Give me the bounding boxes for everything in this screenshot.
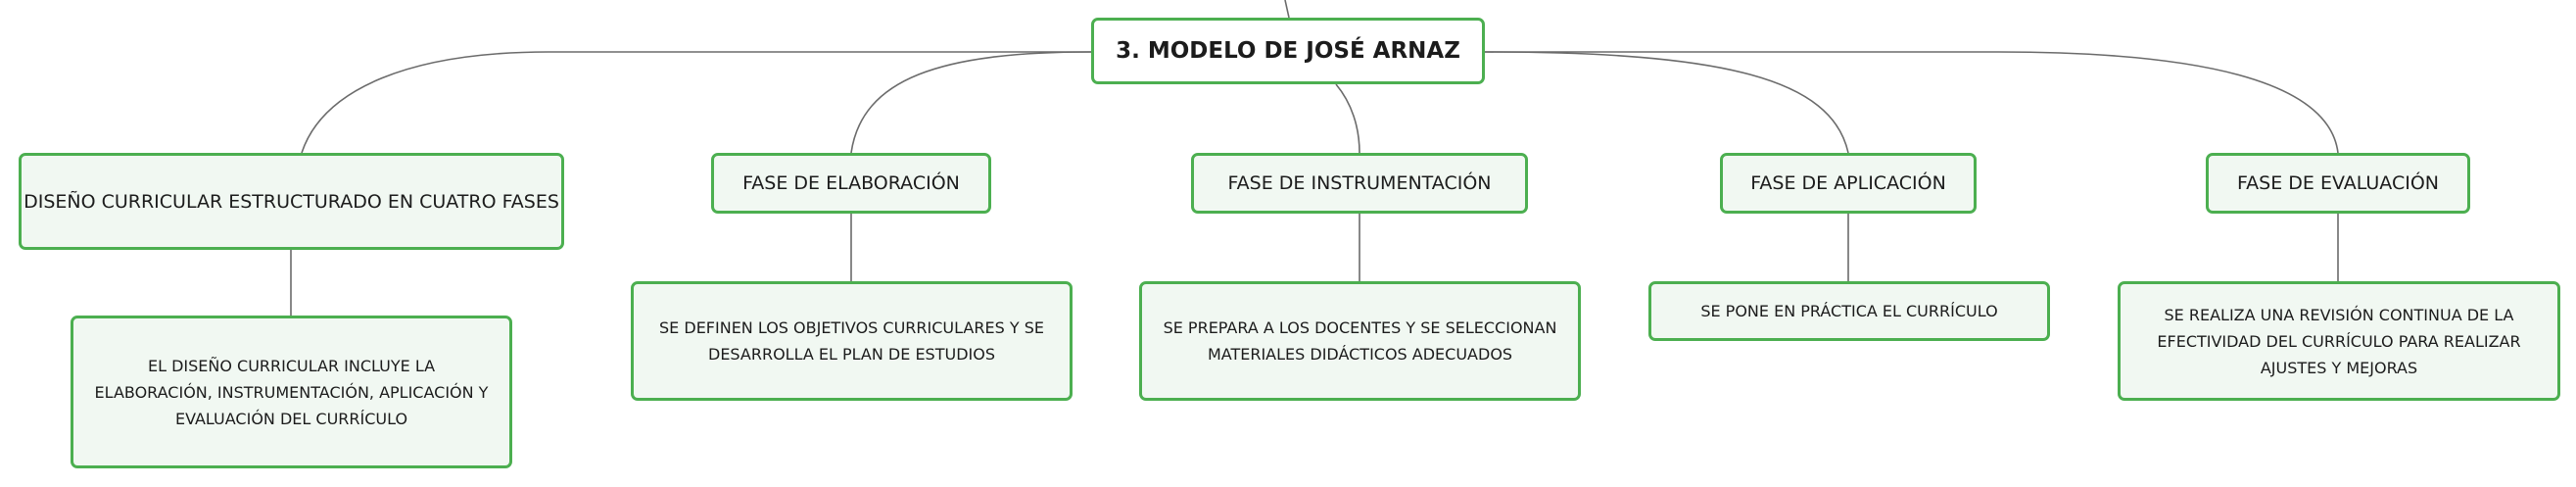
detail-node-elaboration[interactable]: SE DEFINEN LOS OBJETIVOS CURRICULARES Y … (631, 281, 1073, 401)
branch-node-application[interactable]: FASE DE APLICACIÓN (1720, 153, 1977, 214)
detail-node-evaluation[interactable]: SE REALIZA UNA REVISIÓN CONTINUA DE LA E… (2118, 281, 2560, 401)
branch-title: FASE DE APLICACIÓN (1750, 172, 1946, 194)
detail-text: SE DEFINEN LOS OBJETIVOS CURRICULARES Y … (659, 318, 1044, 364)
detail-text: SE PREPARA A LOS DOCENTES Y SE SELECCION… (1163, 318, 1557, 364)
branch-node-evaluation[interactable]: FASE DE EVALUACIÓN (2206, 153, 2470, 214)
detail-text: SE PONE EN PRÁCTICA EL CURRÍCULO (1700, 302, 1998, 320)
root-node[interactable]: 3. MODELO DE JOSÉ ARNAZ (1091, 18, 1485, 84)
connector-root-eval (1485, 51, 2339, 154)
branch-title: FASE DE ELABORACIÓN (742, 172, 960, 194)
branch-title: FASE DE INSTRUMENTACIÓN (1227, 172, 1492, 194)
detail-node-application[interactable]: SE PONE EN PRÁCTICA EL CURRÍCULO (1648, 281, 2050, 341)
connector-root-apl (1484, 51, 1849, 154)
connector-root-elab (850, 51, 1092, 154)
detail-text: EL DISEÑO CURRICULAR INCLUYE LA ELABORAC… (94, 356, 489, 428)
branch-node-instrumentation[interactable]: FASE DE INSTRUMENTACIÓN (1191, 153, 1528, 214)
connector-to-parent (1284, 0, 1290, 19)
branch-node-structure[interactable]: DISEÑO CURRICULAR ESTRUCTURADO EN CUATRO… (19, 153, 564, 250)
branch-title: DISEÑO CURRICULAR ESTRUCTURADO EN CUATRO… (24, 190, 559, 213)
branch-node-elaboration[interactable]: FASE DE ELABORACIÓN (711, 153, 991, 214)
detail-node-structure[interactable]: EL DISEÑO CURRICULAR INCLUYE LA ELABORAC… (71, 316, 512, 468)
root-title: 3. MODELO DE JOSÉ ARNAZ (1116, 38, 1460, 64)
connector-root-instr (1335, 83, 1360, 154)
detail-node-instrumentation[interactable]: SE PREPARA A LOS DOCENTES Y SE SELECCION… (1139, 281, 1581, 401)
connector-root-struct (301, 51, 1091, 154)
detail-text: SE REALIZA UNA REVISIÓN CONTINUA DE LA E… (2157, 305, 2521, 377)
branch-title: FASE DE EVALUACIÓN (2237, 172, 2439, 194)
